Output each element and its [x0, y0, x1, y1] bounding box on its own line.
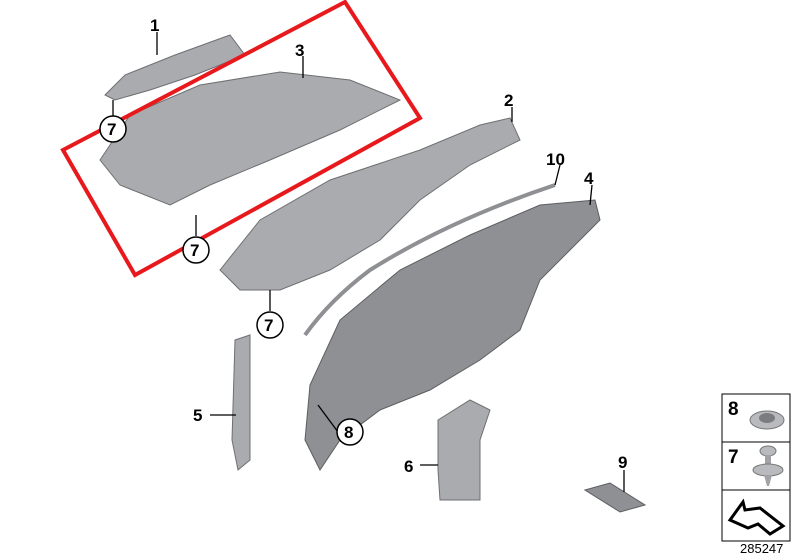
callout-7-label: 7 — [190, 241, 199, 260]
callout-8-label: 8 — [344, 423, 353, 442]
part-5-side-trim[interactable] — [231, 334, 251, 471]
callout-8: 8 — [336, 418, 364, 446]
callout-7-c: 7 — [256, 311, 284, 339]
callout-2: 2 — [504, 91, 513, 110]
part-2-rear-floor-insulation[interactable] — [219, 117, 521, 291]
leader-line — [554, 164, 561, 186]
part-6-trim-piece[interactable] — [437, 399, 491, 501]
callout-1: 1 — [150, 16, 159, 35]
grommet-icon — [749, 410, 785, 430]
part-9-pad[interactable] — [583, 482, 647, 513]
callout-7-label: 7 — [107, 120, 116, 139]
part-3-trunk-insulation[interactable] — [99, 71, 402, 206]
direction-arrow-icon — [727, 498, 786, 536]
highlight-frame — [60, 0, 423, 278]
legend-number-8: 8 — [728, 399, 739, 420]
leader-line — [317, 404, 339, 433]
callout-9: 9 — [618, 453, 627, 472]
expanding-rivet-icon — [752, 445, 784, 486]
callout-3: 3 — [295, 41, 304, 60]
callout-4: 4 — [584, 169, 594, 188]
part-10-seal-strip[interactable] — [303, 183, 556, 337]
callout-5: 5 — [193, 406, 202, 425]
callout-7-label: 7 — [264, 316, 273, 335]
callout-7-b: 7 — [182, 236, 210, 264]
leader-line — [589, 184, 593, 206]
diagram-number: 285247 — [740, 541, 783, 556]
part-4-rear-panel[interactable] — [304, 199, 601, 471]
callout-10: 10 — [546, 150, 565, 169]
fastener-legend: 8 7 — [721, 393, 791, 542]
callout-7-a: 7 — [99, 115, 127, 143]
legend-number-7: 7 — [728, 447, 739, 468]
callout-6: 6 — [404, 457, 413, 476]
